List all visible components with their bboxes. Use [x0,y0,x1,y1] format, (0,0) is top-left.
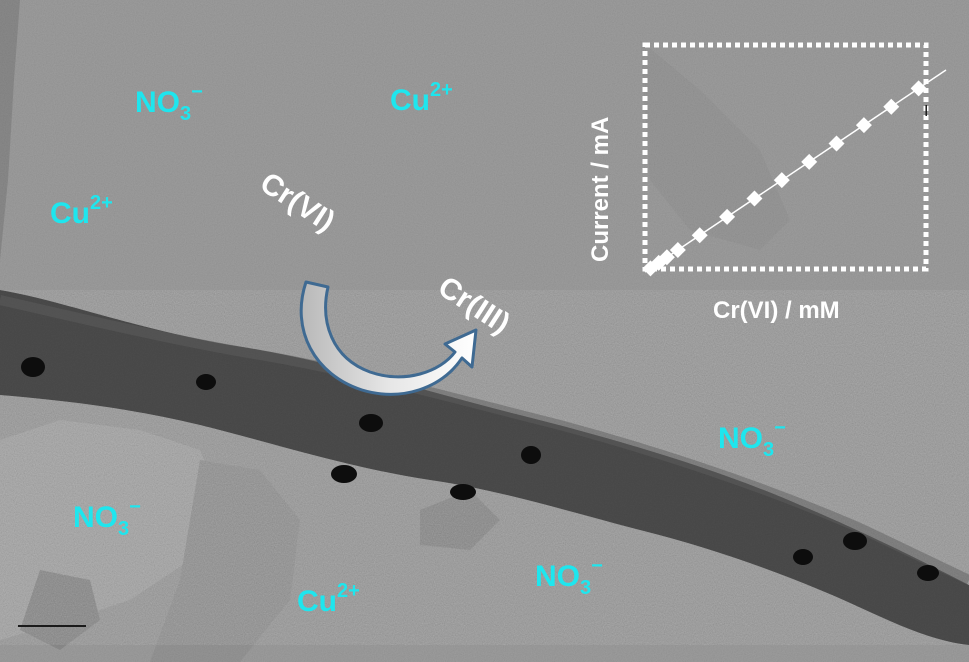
error-bar-tick: I [924,103,928,120]
nanoparticle [359,414,383,432]
nanoparticle [331,465,357,483]
y-axis-label: Current / mA [587,117,614,262]
data-point [669,241,686,258]
ion-label-nitrate: NO3− [73,496,141,540]
ion-label-nitrate: NO3− [535,555,603,599]
nanoparticle [843,532,867,550]
carbon-nanofiber [0,290,969,645]
x-axis-label: Cr(VI) / mM [713,297,840,324]
nanoparticle [521,446,541,464]
ion-label-copper: Cu2+ [50,192,113,230]
reduction-arrow [299,280,478,396]
ion-label-copper: Cu2+ [297,580,360,618]
data-markers [642,80,927,277]
data-point [773,172,790,189]
data-point [910,80,927,97]
fiber-highlight [0,295,969,585]
data-point [746,190,763,207]
nanoparticles [21,357,939,581]
nanoparticle [21,357,45,377]
data-point [801,153,818,170]
ion-label-nitrate: NO3− [718,417,786,461]
nanoparticle [793,549,813,565]
data-point [691,227,708,244]
ion-label-nitrate: NO3− [135,81,203,125]
data-point [883,98,900,115]
nanoparticle [917,565,939,581]
data-point [719,208,736,225]
nanoparticle [196,374,216,390]
nanoparticle [450,484,476,500]
data-point [658,249,675,266]
data-point [828,135,845,152]
ion-label-copper: Cu2+ [390,79,453,117]
data-point [855,117,872,134]
ion-labels: NO3− Cu2+ Cu2+ NO3− NO3− Cu2+ NO3− [50,79,786,618]
inset-chart: Current / mA Cr(VI) / mM I [587,42,947,324]
